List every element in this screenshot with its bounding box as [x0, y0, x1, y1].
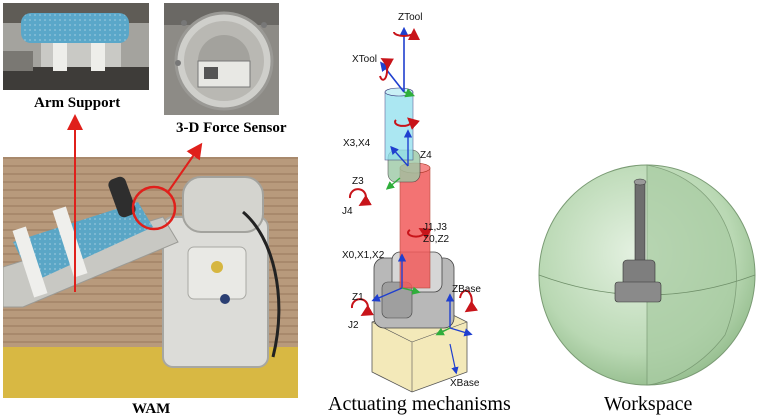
label-z4: Z4 — [420, 150, 432, 161]
label-xbase: XBase — [450, 378, 480, 389]
workspace-cutaway — [646, 164, 737, 386]
workspace-robot-arm — [634, 181, 646, 273]
actuating-mechanism-diagram — [348, 26, 478, 393]
arm-support-photo — [3, 3, 149, 90]
rotation-j1j3 — [407, 228, 432, 240]
force-sensor-photo — [164, 3, 279, 115]
label-z3: Z3 — [352, 176, 364, 187]
rotation-zbase — [459, 289, 478, 313]
label-x3x4: X3,X4 — [343, 138, 371, 149]
label-j4: J4 — [342, 206, 353, 217]
rotation-j4b — [348, 188, 372, 207]
rotation-j2 — [350, 298, 374, 317]
rotation-xtool — [379, 58, 394, 81]
rotation-ztool — [393, 28, 420, 41]
wam-photo — [3, 157, 298, 398]
label-xtool: XTool — [352, 54, 378, 65]
workspace-caption: Workspace — [604, 393, 693, 415]
wam-caption: WAM — [132, 401, 171, 417]
label-z0z2: Z0,Z2 — [423, 234, 450, 245]
label-j2: J2 — [348, 320, 359, 331]
rotation-j4 — [394, 117, 420, 130]
workspace-diagram — [538, 164, 756, 386]
arm-support-caption: Arm Support — [34, 95, 121, 111]
force-sensor-caption: 3-D Force Sensor — [176, 120, 287, 136]
label-z1: Z1 — [352, 292, 364, 303]
label-zbase: ZBase — [452, 284, 481, 295]
actuating-caption: Actuating mechanisms — [328, 393, 511, 415]
label-j1j3: J1,J3 — [423, 222, 447, 233]
label-ztool: ZTool — [398, 12, 423, 23]
label-x0x1x2: X0,X1,X2 — [342, 250, 385, 261]
